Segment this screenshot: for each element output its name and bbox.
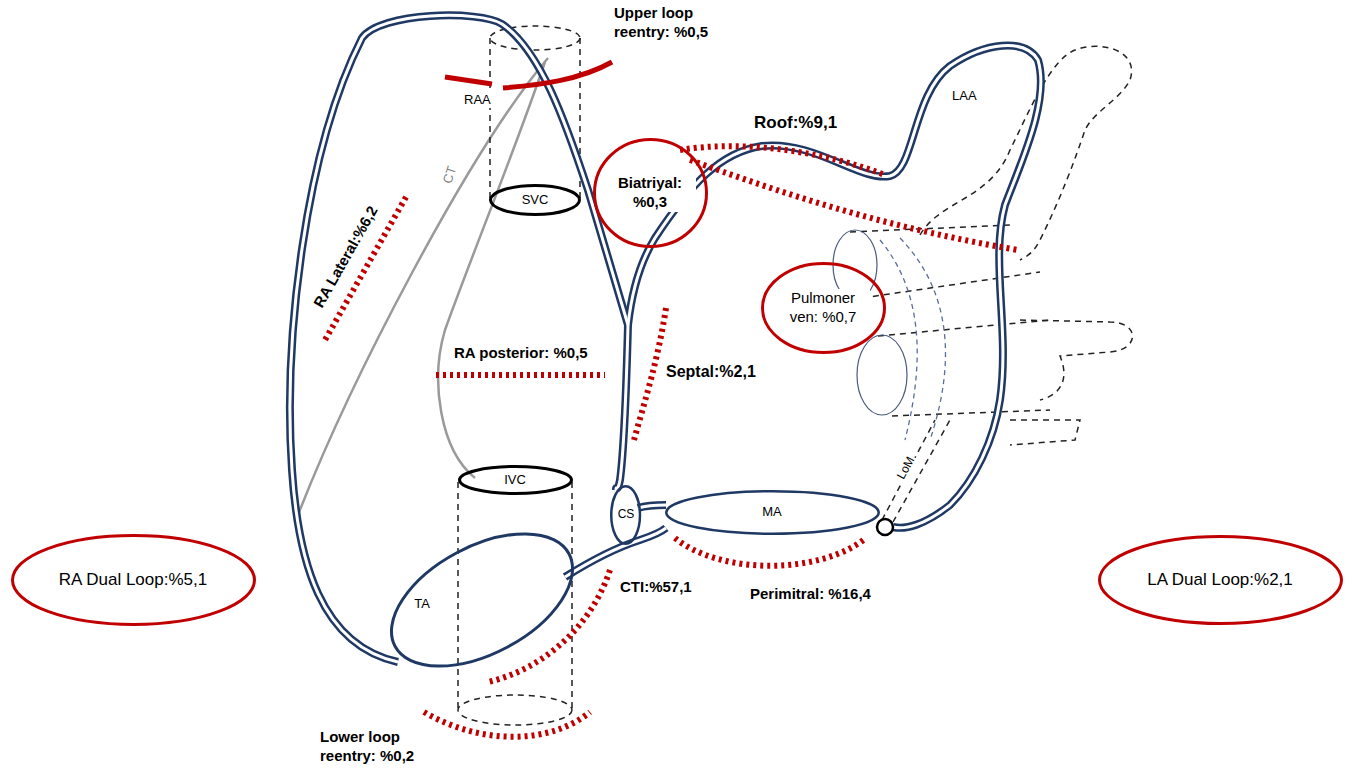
node-text-wrap: SVC bbox=[520, 192, 551, 208]
flutter-label: CTI:%57,1 bbox=[618, 578, 694, 597]
crista-lines bbox=[296, 58, 548, 520]
node-text: MA bbox=[760, 504, 784, 520]
flutter-label: Upper loop reentry: %0,5 bbox=[612, 4, 728, 42]
ellipse-shape bbox=[594, 140, 706, 247]
part-name: LAA bbox=[950, 88, 979, 104]
ellipse-shape bbox=[459, 467, 571, 494]
node-text-wrap: MA bbox=[760, 504, 784, 520]
sinus-ellipse: CS bbox=[610, 485, 641, 545]
flutter-label: Lower loop reentry: %0,2 bbox=[318, 728, 434, 766]
flutter-ellipse: Pulmoner ven: %0,7 bbox=[761, 262, 886, 354]
node-text-wrap: CS bbox=[616, 507, 637, 522]
flutter-label: RA Lateral:%6,2 bbox=[309, 201, 383, 313]
upper-loop-line bbox=[445, 62, 612, 88]
node-text-wrap: RA Dual Loop:%5,1 bbox=[57, 569, 209, 590]
vein-lines bbox=[880, 238, 945, 440]
atrial-wall-inner bbox=[290, 15, 1041, 662]
ellipse-shape bbox=[762, 264, 884, 353]
dashed-structures bbox=[458, 26, 1133, 725]
ellipse-shape bbox=[666, 491, 879, 534]
node-text-wrap: Pulmoner ven: %0,7 bbox=[776, 289, 870, 327]
flutter-ellipse: RA Dual Loop:%5,1 bbox=[11, 534, 256, 626]
node-text: LA Dual Loop:%2,1 bbox=[1145, 569, 1295, 590]
node-text-wrap: TA bbox=[412, 596, 432, 612]
node-text-wrap: Biatriyal: %0,3 bbox=[604, 174, 696, 212]
ellipse-shape bbox=[12, 536, 254, 625]
flutter-label: Perimitral: %16,4 bbox=[748, 585, 873, 604]
annulus-ellipse: MA bbox=[665, 490, 880, 535]
node-text: RA Dual Loop:%5,1 bbox=[57, 569, 209, 590]
ablation-lines bbox=[325, 146, 1018, 737]
flutter-ellipse: Biatriyal: %0,3 bbox=[593, 138, 708, 248]
part-name: RAA bbox=[462, 92, 493, 108]
flutter-label: Roof:%9,1 bbox=[752, 112, 839, 133]
flutter-label: RA posterior: %0,5 bbox=[452, 344, 590, 363]
node-text: TA bbox=[412, 596, 432, 612]
ellipse-shape bbox=[1099, 537, 1341, 624]
flutter-ellipse: LA Dual Loop:%2,1 bbox=[1098, 535, 1343, 625]
ellipse-shape bbox=[612, 486, 641, 544]
vessel-ellipse: SVC bbox=[489, 184, 581, 216]
node-text: Pulmoner ven: %0,7 bbox=[776, 289, 870, 327]
node-text: SVC bbox=[520, 192, 551, 208]
lom-circle bbox=[877, 519, 893, 535]
atrial-wall bbox=[290, 15, 1041, 662]
node-text-wrap: LA Dual Loop:%2,1 bbox=[1145, 569, 1295, 590]
node-text: IVC bbox=[502, 472, 528, 488]
annulus-ellipse: TA bbox=[382, 545, 582, 655]
node-text-wrap: IVC bbox=[502, 472, 528, 488]
ellipse-shape bbox=[491, 186, 580, 215]
part-name: LoM bbox=[893, 452, 919, 483]
vessel-ellipse: IVC bbox=[458, 465, 573, 495]
node-text: Biatriyal: %0,3 bbox=[604, 174, 696, 212]
ellipse-shape bbox=[370, 507, 594, 694]
part-name: CT bbox=[439, 162, 461, 187]
flutter-label: Septal:%2,1 bbox=[664, 362, 758, 382]
node-text: CS bbox=[616, 507, 637, 522]
